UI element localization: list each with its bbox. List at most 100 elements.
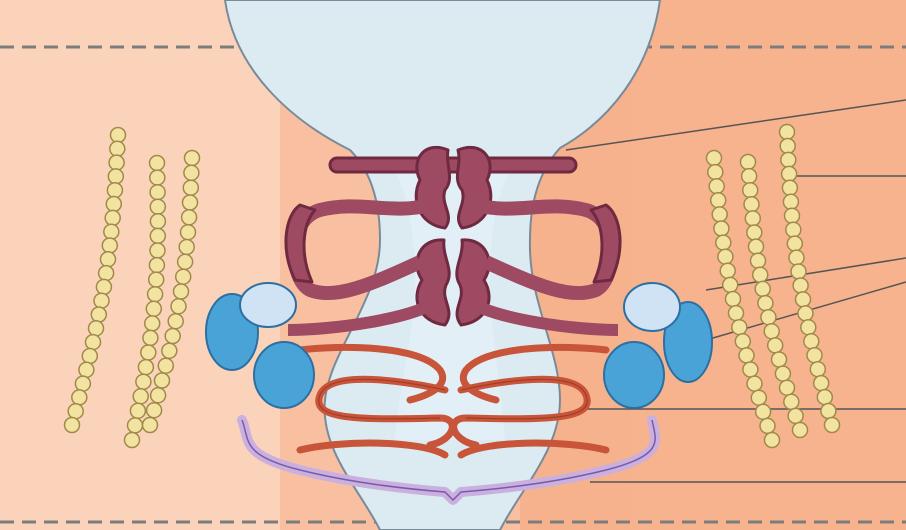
bead-1-14 — [91, 307, 106, 322]
bead-6-1 — [780, 125, 795, 140]
bead-3-8 — [178, 254, 193, 269]
bead-5-7 — [749, 239, 764, 254]
bead-6-6 — [783, 194, 798, 209]
bead-3-13 — [165, 329, 180, 344]
bead-6-9 — [787, 236, 802, 251]
bead-4-5 — [712, 207, 727, 222]
bead-3-7 — [179, 240, 194, 255]
bead-4-14 — [735, 334, 750, 349]
bead-3-14 — [162, 343, 177, 358]
bead-6-16 — [804, 334, 819, 349]
bead-1-4 — [108, 169, 123, 184]
bead-1-5 — [107, 183, 122, 198]
bead-3-1 — [185, 151, 200, 166]
blue-subunit-right-light — [624, 283, 680, 331]
bead-5-8 — [751, 253, 766, 268]
bead-6-15 — [801, 320, 816, 335]
bead-6-13 — [796, 292, 811, 307]
bead-5-15 — [772, 352, 787, 367]
bead-1-8 — [104, 224, 119, 239]
bead-2-15 — [138, 360, 153, 375]
bead-1-16 — [86, 335, 101, 350]
bead-6-8 — [786, 222, 801, 237]
bead-6-10 — [789, 250, 804, 265]
bead-2-19 — [128, 418, 143, 433]
bead-4-11 — [726, 292, 741, 307]
bead-4-12 — [729, 306, 744, 321]
bead-5-13 — [764, 324, 779, 339]
bead-4-18 — [751, 390, 766, 405]
bead-6-14 — [798, 306, 813, 321]
bead-1-6 — [106, 197, 121, 212]
bead-1-15 — [89, 321, 104, 336]
bead-5-11 — [758, 296, 773, 311]
bead-4-6 — [714, 221, 729, 236]
bead-1-12 — [96, 279, 111, 294]
bead-5-3 — [743, 183, 758, 198]
bead-6-20 — [817, 390, 832, 405]
bead-1-20 — [72, 390, 87, 405]
bead-6-11 — [791, 264, 806, 279]
bead-2-7 — [150, 243, 165, 258]
bead-2-8 — [149, 258, 164, 273]
bead-6-12 — [793, 278, 808, 293]
bead-3-10 — [174, 284, 189, 299]
bead-5-19 — [788, 408, 803, 423]
bead-4-3 — [709, 179, 724, 194]
bead-5-2 — [742, 169, 757, 184]
bead-4-13 — [732, 320, 747, 335]
bead-3-19 — [143, 418, 158, 433]
bead-6-21 — [821, 404, 836, 419]
bead-2-16 — [136, 374, 151, 389]
bead-4-15 — [739, 348, 754, 363]
bead-6-2 — [780, 139, 795, 154]
bead-1-11 — [99, 266, 114, 281]
bead-6-18 — [810, 362, 825, 377]
bead-1-13 — [94, 293, 109, 308]
bead-5-9 — [753, 267, 768, 282]
bead-3-5 — [182, 210, 197, 225]
bead-3-3 — [183, 180, 198, 195]
bead-2-1 — [150, 156, 165, 171]
bead-6-19 — [814, 376, 829, 391]
bead-2-12 — [145, 316, 160, 331]
bead-1-9 — [102, 238, 117, 253]
bead-2-13 — [143, 330, 158, 345]
bead-4-19 — [756, 404, 771, 419]
bead-2-3 — [150, 185, 165, 200]
bead-4-20 — [760, 418, 775, 433]
bead-6-4 — [782, 166, 797, 181]
bead-6-5 — [782, 180, 797, 195]
bead-3-9 — [176, 269, 191, 284]
bead-6-3 — [781, 152, 796, 167]
bead-2-9 — [149, 272, 164, 287]
bead-3-6 — [181, 225, 196, 240]
bead-5-4 — [744, 197, 759, 212]
bead-3-17 — [151, 388, 166, 403]
bead-1-7 — [105, 210, 120, 225]
bead-2-17 — [133, 389, 148, 404]
bead-3-16 — [155, 373, 170, 388]
bead-4-21 — [765, 433, 780, 448]
bead-5-10 — [755, 281, 770, 296]
maroon-top-bar — [330, 158, 576, 172]
bead-1-3 — [109, 155, 124, 170]
bead-1-17 — [82, 349, 97, 364]
bead-5-18 — [784, 394, 799, 409]
bead-6-22 — [825, 418, 840, 433]
maroon-claw-top-right — [457, 147, 490, 228]
bead-4-16 — [743, 362, 758, 377]
bead-1-10 — [101, 252, 116, 267]
bead-2-18 — [130, 403, 145, 418]
bead-2-20 — [125, 433, 140, 448]
bead-3-15 — [158, 358, 173, 373]
bead-4-17 — [747, 376, 762, 391]
bead-4-1 — [707, 151, 722, 166]
bead-4-9 — [720, 263, 735, 278]
bead-5-6 — [747, 225, 762, 240]
bead-5-1 — [741, 155, 756, 170]
bead-4-7 — [716, 235, 731, 250]
bead-1-18 — [79, 362, 94, 377]
